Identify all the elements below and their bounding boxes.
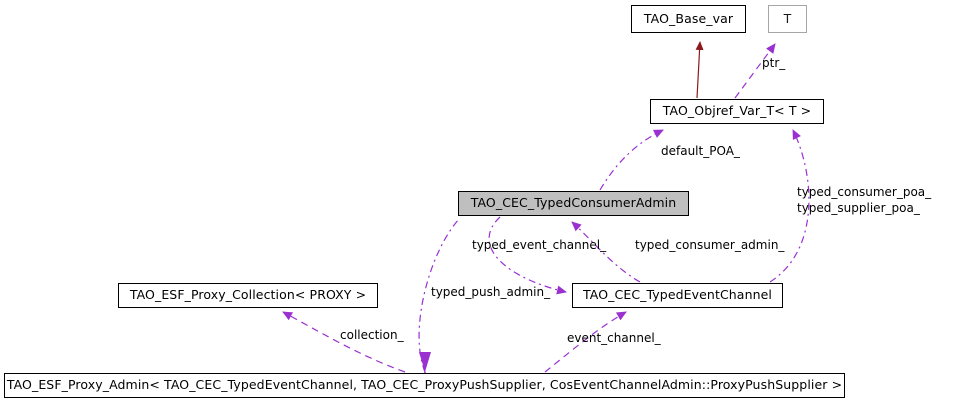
node-tao-cec-typed-event-channel[interactable]: TAO_CEC_TypedEventChannel: [572, 283, 783, 308]
edge-ptr-objref-to-t: [734, 43, 776, 99]
node-tao-cec-typed-consumer-admin[interactable]: TAO_CEC_TypedConsumerAdmin: [458, 191, 689, 216]
edge-label-typed-consumer-poa: typed_consumer_poa_: [797, 185, 932, 199]
edge-typed-consumer-admin: [571, 221, 641, 283]
node-tao-esf-proxy-admin[interactable]: TAO_ESF_Proxy_Admin< TAO_CEC_TypedEventC…: [4, 373, 845, 398]
edge-label-ptr: ptr_: [762, 56, 786, 70]
node-tao-objref-var-t[interactable]: TAO_Objref_Var_T< T >: [650, 99, 824, 124]
node-label: TAO_Objref_Var_T< T >: [662, 103, 812, 119]
edge-label-typed-consumer-admin: typed_consumer_admin_: [635, 238, 785, 252]
edge-label-event-channel: event_channel_: [567, 331, 661, 345]
edge-typed-push-admin: [418, 217, 461, 398]
node-t-param[interactable]: T: [768, 5, 807, 33]
node-label: T: [783, 10, 792, 26]
node-label: TAO_CEC_TypedConsumerAdmin: [470, 195, 677, 211]
edge-label-typed-event-channel: typed_event_channel_: [472, 238, 607, 252]
edge-label-typed-push-admin: typed_push_admin_: [431, 285, 551, 299]
node-label: TAO_Base_var: [643, 10, 734, 26]
edge-typed-consumer-supplier-poa: [769, 129, 810, 283]
edge-inheritance-objref-to-basevar: [695, 41, 704, 99]
edge-default-poa: [599, 129, 664, 191]
edge-label-typed-supplier-poa: typed_supplier_poa_: [797, 201, 920, 215]
edge-label-collection: collection_: [340, 328, 404, 342]
node-tao-esf-proxy-collection[interactable]: TAO_ESF_Proxy_Collection< PROXY >: [118, 283, 378, 308]
node-label: TAO_CEC_TypedEventChannel: [583, 287, 772, 303]
node-label: TAO_ESF_Proxy_Collection< PROXY >: [129, 287, 367, 303]
edge-event-channel: [544, 311, 627, 373]
edge-typed-event-channel: [488, 216, 567, 295]
edge-label-default-poa: default_POA_: [661, 144, 740, 158]
node-tao-base-var[interactable]: TAO_Base_var: [631, 5, 746, 33]
edge-collection: [282, 311, 406, 373]
node-label: TAO_ESF_Proxy_Admin< TAO_CEC_TypedEventC…: [6, 377, 843, 393]
